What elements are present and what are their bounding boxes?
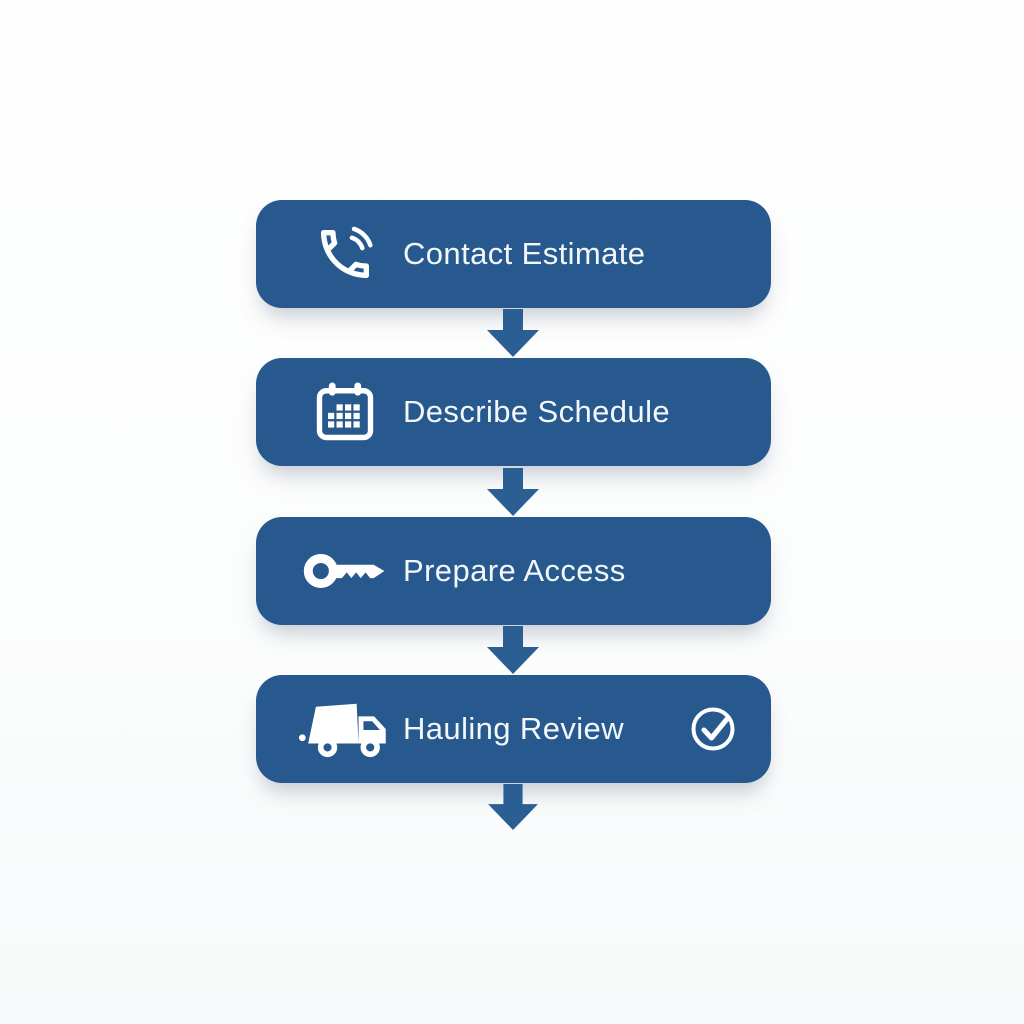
check-circle-icon: [689, 705, 737, 753]
step-label: Contact Estimate: [403, 236, 646, 271]
step-contact-estimate: Contact Estimate: [256, 200, 771, 308]
down-arrow-icon: [487, 626, 539, 674]
calendar-icon: [286, 378, 403, 446]
step-label: Prepare Access: [403, 553, 626, 588]
step-label: Describe Schedule: [403, 394, 671, 429]
step-hauling-review: Hauling Review: [256, 675, 771, 783]
truck-icon: [286, 697, 403, 761]
phone-icon: [286, 222, 403, 286]
key-icon: [286, 544, 403, 598]
step-prepare-access: Prepare Access: [256, 517, 771, 625]
step-label: Hauling Review: [403, 711, 624, 746]
down-arrow-icon: [487, 309, 539, 357]
down-arrow-icon: [487, 468, 539, 516]
down-arrow-icon: [487, 784, 539, 832]
step-describe-schedule: Describe Schedule: [256, 358, 771, 466]
